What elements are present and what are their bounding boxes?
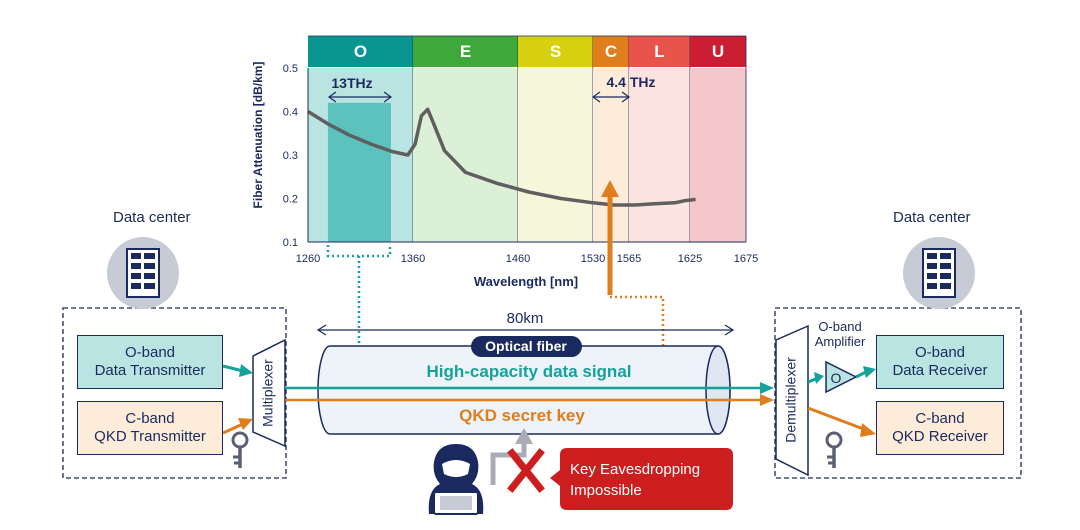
blocked-x-icon: [507, 448, 545, 493]
x-tick-label: 1625: [678, 253, 702, 265]
distance-label: 80km: [507, 310, 544, 327]
server-rack-icon: [107, 237, 179, 309]
demux-to-c-rx-line: [807, 406, 867, 432]
y-axis-label: Fiber Attenuation [dB/km]: [251, 62, 265, 209]
o-rx-line-1: O-band: [914, 344, 966, 361]
x-axis-label: Wavelength [nm]: [474, 274, 578, 289]
key-icon: [825, 431, 843, 468]
c-band-width-arrow: [591, 91, 631, 103]
band-region-s: [518, 68, 593, 242]
band-region-e: [413, 68, 518, 242]
y-tick-label: 0.2: [283, 194, 298, 206]
c-tx-line-1: C-band: [125, 410, 175, 427]
o-tx-line-2: Data Transmitter: [94, 362, 206, 379]
data-signal-label: High-capacity data signal: [427, 362, 632, 381]
o-rx-line-2: Data Receiver: [892, 362, 988, 379]
band-label-o: O: [354, 42, 367, 61]
band-header-u: [690, 36, 746, 67]
x-tick-label: 1360: [401, 253, 425, 265]
c-band-transmitter: C-band QKD Transmitter: [77, 401, 223, 455]
amp-to-rx-arrowhead: [863, 366, 876, 378]
x-tick-label: 1260: [296, 253, 320, 265]
band-region-u: [690, 68, 746, 242]
c-band-pointer-arrow: [601, 180, 619, 295]
band-label-e: E: [460, 42, 471, 61]
key-icon: [231, 431, 249, 468]
band-header-o: [308, 36, 413, 67]
qkd-key-label: QKD secret key: [459, 406, 585, 425]
c-band-receiver: C-band QKD Receiver: [876, 401, 1004, 455]
c-rx-line-1: C-band: [915, 410, 965, 427]
band-header-c: [593, 36, 629, 67]
o-band-width-arrow: [327, 91, 393, 103]
c-tx-line-2: QKD Transmitter: [94, 428, 206, 445]
optical-fiber-badge: [471, 336, 582, 357]
amp-to-rx-line: [855, 370, 867, 379]
c-tx-arrow: [222, 418, 253, 435]
axis-ticks: 0.5 0.4 0.3 0.2 0.1 1260 1360 1460 1530 1565 1625 1…: [283, 63, 759, 265]
demultiplexer-label: Demultiplexer: [783, 357, 799, 443]
hacker-icon: [428, 444, 484, 515]
band-header-e: [413, 36, 518, 67]
amplifier-label-line-1: O-band: [818, 319, 861, 334]
optical-fiber-label: Optical fiber: [485, 338, 567, 354]
o-tx-arrow: [222, 364, 253, 377]
amplifier-label-line-2: Amplifier: [815, 334, 866, 349]
o-band-width-label: 13THz: [331, 75, 372, 91]
o-band-transmitter: O-band Data Transmitter: [77, 335, 223, 389]
demultiplexer: [775, 324, 809, 477]
c-band-width-label: 4.4 THz: [606, 74, 655, 90]
band-header-l: [629, 36, 690, 67]
optical-fiber-cable: [317, 345, 731, 435]
o-tx-line-1: O-band: [124, 344, 176, 361]
amplifier-symbol: [825, 360, 858, 394]
x-tick-label: 1565: [617, 253, 641, 265]
band-label-s: S: [550, 42, 561, 61]
left-data-center-label: Data center: [113, 209, 191, 226]
qkd-key-arrowhead: [760, 394, 774, 406]
right-data-center-label: Data center: [893, 209, 971, 226]
attenuation-line: [307, 107, 696, 207]
data-signal-arrowhead: [760, 382, 774, 394]
x-tick-label: 1530: [581, 253, 605, 265]
band-header-s: [518, 36, 593, 67]
band-label-c: C: [605, 42, 617, 61]
right-site-border: [774, 307, 1022, 479]
x-tick-label: 1675: [734, 253, 758, 265]
band-region-l: [629, 68, 690, 242]
server-rack-icon: [903, 237, 975, 309]
band-label-l: L: [654, 42, 664, 61]
left-site-border: [62, 307, 287, 479]
o-band-receiver: O-band Data Receiver: [876, 335, 1004, 389]
o-band-window: [327, 102, 391, 242]
eavesdrop-line-2: Impossible: [570, 482, 642, 499]
distance-arrow: [316, 324, 735, 336]
c-rx-line-2: QKD Receiver: [892, 428, 988, 445]
y-tick-label: 0.3: [283, 150, 298, 162]
demux-to-amp-arrowhead: [814, 372, 824, 384]
eavesdrop-line-1: Key Eavesdropping: [570, 461, 700, 478]
multiplexer-label: Multiplexer: [260, 359, 276, 427]
demux-to-c-rx-arrowhead: [860, 423, 876, 437]
eavesdrop-attempt-arrow: [490, 428, 533, 485]
multiplexer: [252, 338, 286, 448]
x-tick-label: 1460: [506, 253, 530, 265]
band-label-u: U: [712, 42, 724, 61]
attenuation-curve: [307, 107, 696, 207]
y-tick-label: 0.1: [283, 237, 298, 249]
amplifier-symbol-label: O: [831, 370, 842, 386]
y-tick-label: 0.4: [283, 107, 298, 119]
y-tick-label: 0.5: [283, 63, 298, 75]
eavesdrop-callout: [550, 448, 733, 510]
